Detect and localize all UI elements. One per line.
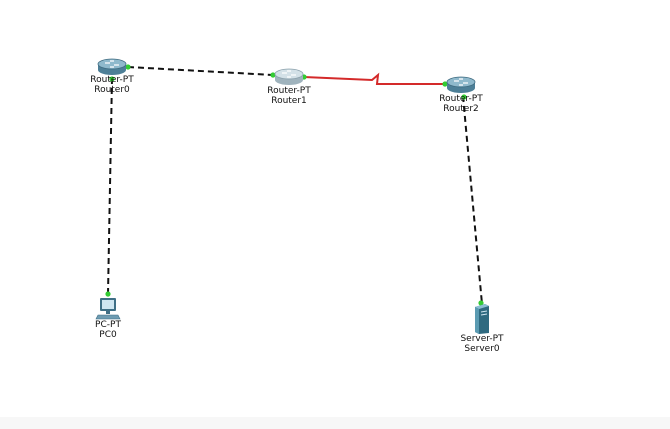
device-name: Router2 bbox=[443, 104, 479, 114]
device-label-server0: Server-PT Server0 bbox=[460, 334, 503, 354]
device-label-router1: Router-PT Router1 bbox=[267, 86, 310, 106]
link-router0-pc0[interactable] bbox=[107, 77, 113, 295]
port-light bbox=[125, 64, 131, 70]
link-router0-router1[interactable] bbox=[127, 66, 274, 76]
port-light bbox=[478, 300, 484, 306]
device-name: Server0 bbox=[464, 344, 500, 354]
link-router2-server0[interactable] bbox=[462, 95, 483, 305]
server-icon[interactable] bbox=[472, 303, 492, 335]
router-icon[interactable] bbox=[273, 67, 305, 87]
port-light bbox=[270, 72, 276, 78]
workspace-bottom-edge bbox=[0, 417, 670, 429]
device-model: PC-PT bbox=[95, 320, 121, 330]
device-label-router2: Router-PT Router2 bbox=[439, 94, 482, 114]
device-model: Router-PT bbox=[439, 94, 483, 104]
device-name: Router1 bbox=[271, 96, 307, 106]
router-icon[interactable] bbox=[96, 57, 128, 77]
router-icon[interactable] bbox=[445, 75, 477, 95]
device-name: Router0 bbox=[94, 85, 130, 95]
device-model: Router-PT bbox=[267, 86, 311, 96]
device-model: Router-PT bbox=[90, 75, 134, 85]
port-light bbox=[105, 291, 111, 297]
port-light bbox=[461, 94, 467, 100]
link-router1-router2-serial[interactable] bbox=[303, 72, 445, 85]
pc-icon[interactable] bbox=[95, 297, 121, 321]
port-light bbox=[109, 76, 115, 82]
port-light bbox=[442, 81, 448, 87]
device-name: PC0 bbox=[99, 330, 117, 340]
device-label-pc0: PC-PT PC0 bbox=[95, 320, 121, 340]
device-model: Server-PT bbox=[460, 334, 504, 344]
device-label-router0: Router-PT Router0 bbox=[90, 75, 133, 95]
